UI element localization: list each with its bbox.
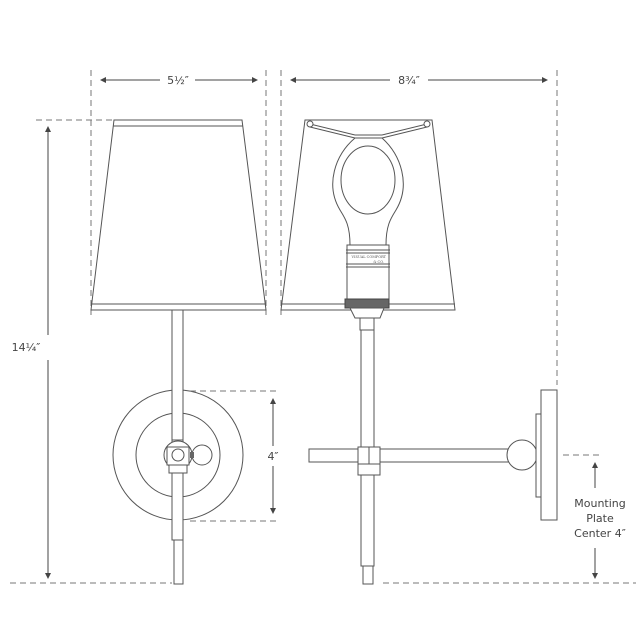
side-backplate xyxy=(540,389,558,521)
plate-height-label: 4″ xyxy=(267,450,278,463)
harp-finial-left xyxy=(306,120,314,128)
arm-joint xyxy=(166,446,190,466)
socket-brand-line2: & CO. xyxy=(373,260,384,264)
mounting-note-line3: Center 4″ xyxy=(574,527,626,540)
side-view: 8¾″ VISUAL COMFORT & CO. xyxy=(280,70,636,585)
height-label: 14¼″ xyxy=(12,341,41,354)
socket-brand-line1: VISUAL COMFORT xyxy=(351,255,387,259)
socket-ring xyxy=(344,298,390,309)
mounting-note-line2: Plate xyxy=(586,512,614,525)
harp-finial-right xyxy=(423,120,431,128)
depth-label: 8¾″ xyxy=(398,74,420,87)
mounting-note-line1: Mounting xyxy=(574,497,626,510)
knob xyxy=(191,444,213,466)
width-label: 5½″ xyxy=(167,74,189,87)
side-knob xyxy=(506,439,538,471)
front-shade xyxy=(90,119,267,311)
arm xyxy=(379,448,519,463)
front-view: 5½″ 4″ 14¼″ xyxy=(10,70,279,585)
